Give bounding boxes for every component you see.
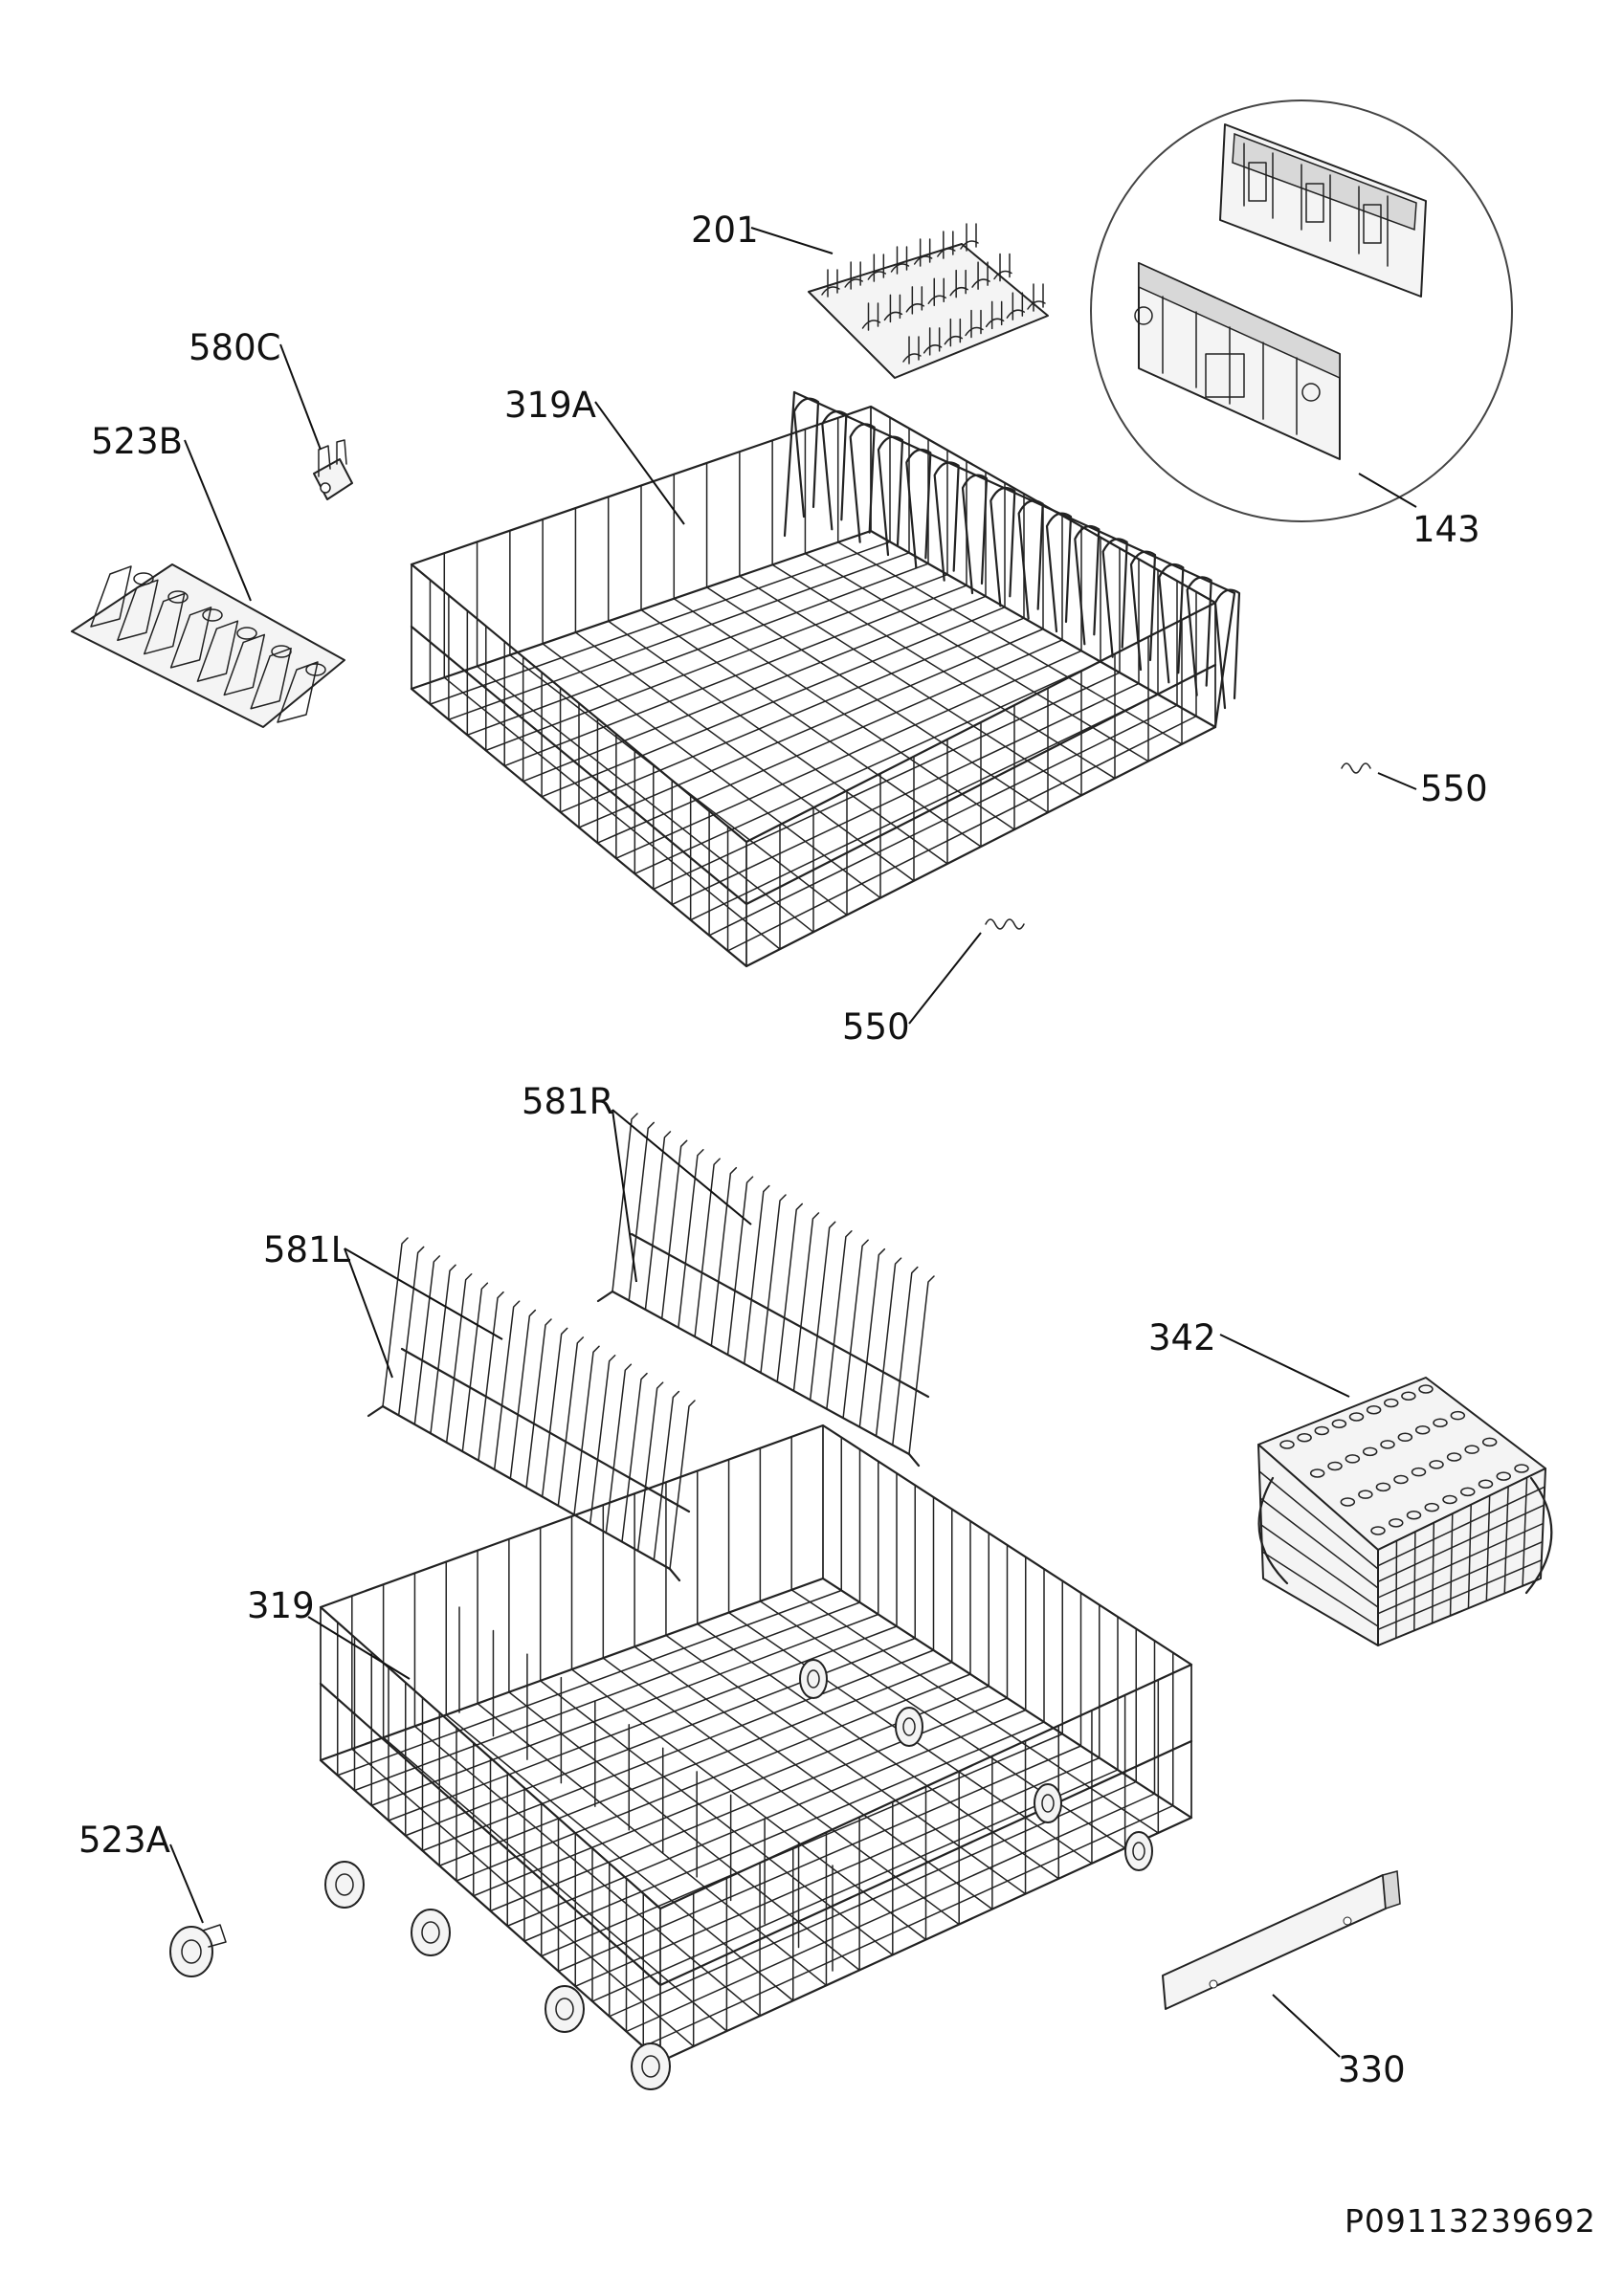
part-319a-upper-basket — [410, 390, 1241, 968]
part-342-cutlery-basket — [1257, 1377, 1553, 1646]
part-550-spring-center — [985, 918, 1025, 930]
part-580c-clip — [313, 439, 353, 500]
label-523b: 523B — [91, 421, 184, 462]
part-581l-tine-rack — [367, 1237, 696, 1582]
leader-lines — [169, 227, 1417, 2058]
label-550-right: 550 — [1420, 768, 1488, 809]
label-581l: 581L — [263, 1229, 351, 1270]
document-id: P09113239692 — [1345, 2202, 1596, 2240]
label-330: 330 — [1338, 2049, 1406, 2090]
label-319a: 319A — [504, 385, 596, 426]
label-581r: 581R — [522, 1081, 614, 1122]
label-550-center: 550 — [842, 1006, 910, 1048]
part-550-spring-right — [1341, 762, 1371, 774]
label-201: 201 — [691, 210, 759, 251]
part-523a-wheel — [169, 1924, 227, 1977]
part-581r-tine-rack — [596, 1113, 935, 1468]
part-523b-rack-insert — [71, 563, 345, 728]
part-201-tine-insert — [808, 223, 1049, 379]
label-143: 143 — [1412, 509, 1480, 550]
part-143-detail-circle — [1090, 99, 1513, 522]
label-580c: 580C — [189, 327, 281, 368]
label-319: 319 — [247, 1585, 315, 1626]
label-523a: 523A — [78, 1820, 170, 1861]
part-319-lower-basket — [319, 1424, 1193, 2090]
label-342: 342 — [1148, 1317, 1216, 1358]
part-330-bar — [1162, 1870, 1401, 2010]
